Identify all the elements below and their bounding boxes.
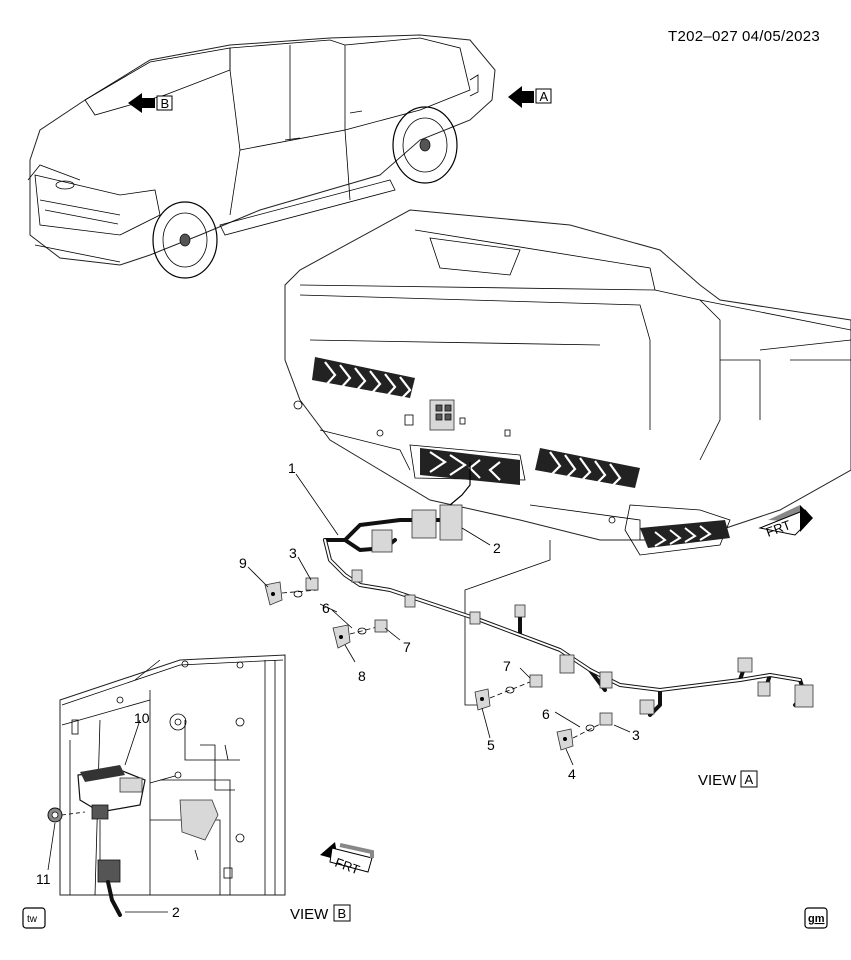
rear-bumper-assembly [284, 209, 851, 556]
view-b-label: VIEW B [290, 904, 351, 923]
view-a-ref-label: A [540, 89, 549, 104]
callout-6-left: 6 [322, 600, 330, 616]
callout-9: 9 [239, 555, 247, 571]
view-b-box: B [338, 906, 347, 921]
callout-7-left: 7 [403, 639, 411, 655]
gm-logo: gm [804, 907, 828, 929]
truck-overview [27, 34, 496, 279]
harness-connector [439, 504, 463, 541]
svg-text:tw: tw [27, 914, 38, 925]
left-reflector [312, 357, 415, 401]
view-a-box: A [745, 772, 754, 787]
svg-text:gm: gm [808, 913, 825, 925]
callout-7-right: 7 [503, 658, 511, 674]
callout-3-right: 3 [632, 727, 640, 743]
door-panel-detail [47, 654, 286, 917]
arrow-left-icon [128, 93, 155, 113]
callout-4: 4 [568, 766, 576, 782]
callout-leaders [247, 473, 631, 766]
front-direction-marker-b: FRT [320, 842, 374, 877]
view-b-reference: B [128, 93, 173, 113]
view-b-ref-label: B [161, 96, 170, 111]
sensor-module [77, 765, 182, 820]
pigtail-connector [97, 820, 122, 917]
corner-reflector [640, 520, 730, 548]
wiring-harness [323, 462, 814, 717]
callout-11: 11 [36, 871, 51, 887]
callout-2-view-b: 2 [172, 904, 180, 920]
frt-label: FRT [764, 517, 793, 540]
doc-id: T202–027 [668, 28, 738, 45]
front-direction-marker-a: FRT [758, 505, 813, 540]
callout-2: 2 [493, 540, 501, 556]
harness-connector [411, 509, 437, 539]
view-a-prefix: VIEW [698, 772, 737, 789]
callout-1: 1 [288, 460, 296, 476]
view-a-reference: A [508, 86, 552, 108]
arrow-left-icon [508, 86, 534, 108]
clip-parts [264, 577, 613, 751]
callout-10: 10 [134, 710, 150, 726]
doc-date: 04/05/2023 [742, 28, 820, 45]
view-b-prefix: VIEW [290, 906, 329, 923]
view-a-label: VIEW A [698, 770, 758, 789]
callout-5: 5 [487, 737, 495, 753]
tw-logo: tw [22, 907, 46, 929]
callout-6-right: 6 [542, 706, 550, 722]
callout-3-left: 3 [289, 545, 297, 561]
right-reflector [535, 448, 640, 489]
callout-8: 8 [358, 668, 366, 684]
